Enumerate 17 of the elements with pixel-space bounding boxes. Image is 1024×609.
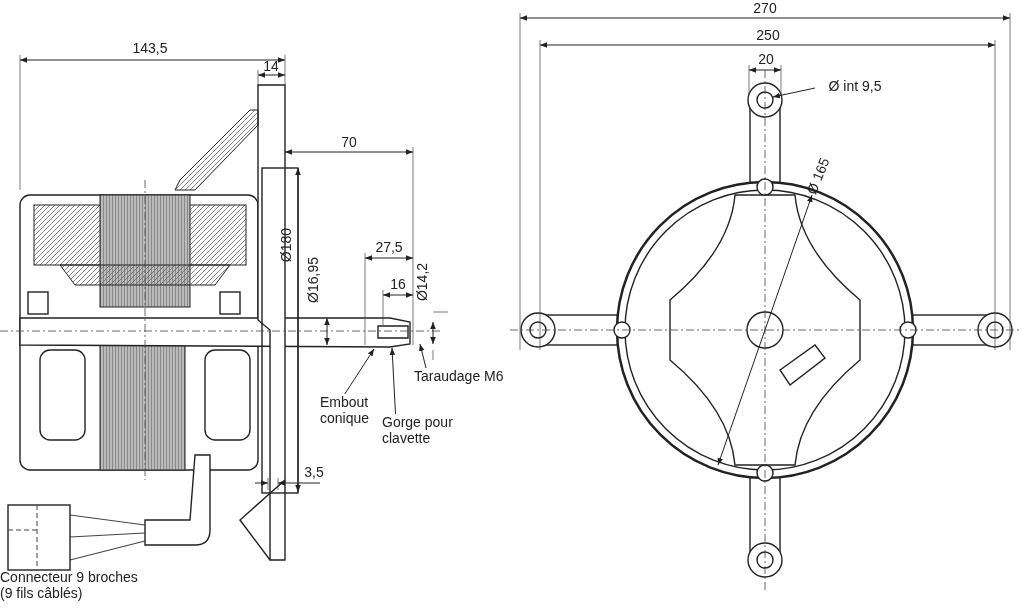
dimension-value: Ø int 9,5 <box>828 78 882 94</box>
leader-line <box>344 348 375 395</box>
dimension-value: 14 <box>263 58 279 74</box>
dimension-value: Ø180 <box>278 227 294 263</box>
dimension-value: 70 <box>341 134 357 150</box>
dimension-value: 20 <box>758 51 774 67</box>
dimension-value: 270 <box>753 0 777 16</box>
dimension-value: Ø14,2 <box>414 262 430 302</box>
dimension-value: 27,5 <box>375 239 403 255</box>
leader-line <box>419 343 427 369</box>
dimension-value: 3,5 <box>304 464 324 480</box>
dimension-value: 16 <box>390 276 406 292</box>
caption-text: Connecteur 9 broches (9 fils câblés) <box>0 569 139 601</box>
dimension-value: Ø16,95 <box>305 257 321 303</box>
dimension-value: 250 <box>756 27 780 43</box>
leader-line <box>389 347 396 415</box>
dimension-value: 143,5 <box>132 40 168 56</box>
